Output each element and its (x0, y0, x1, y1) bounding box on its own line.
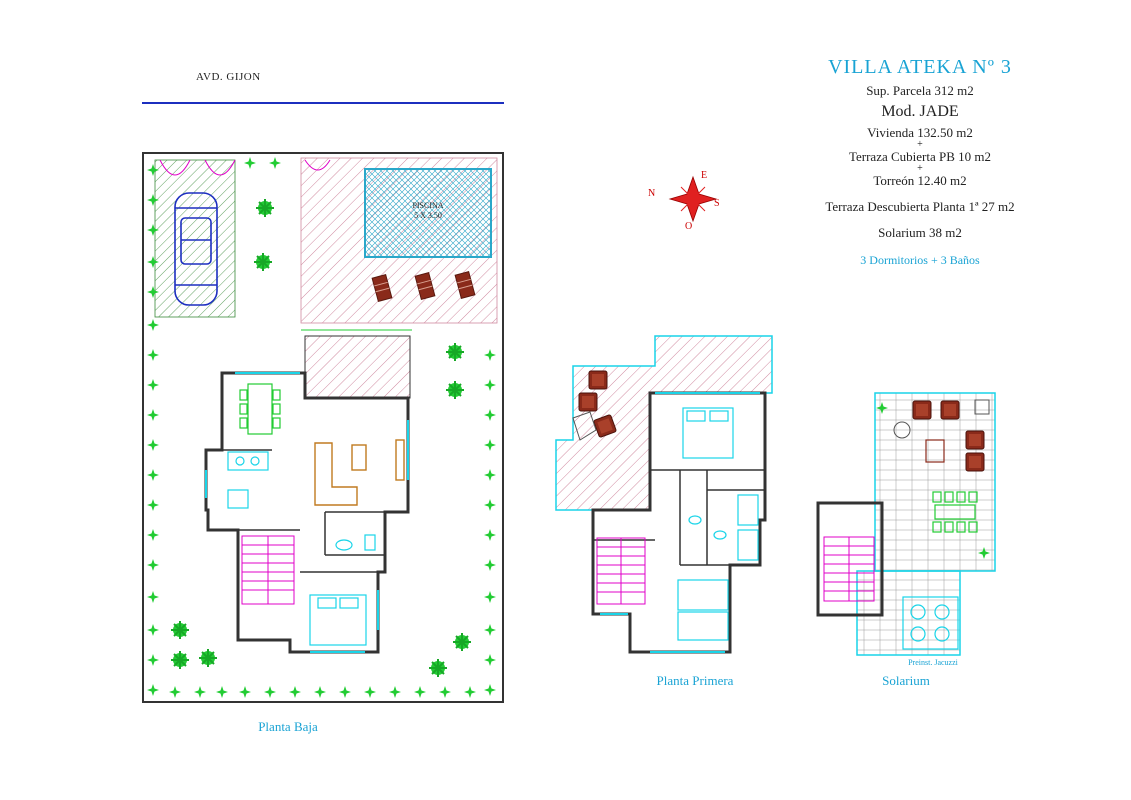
compass-s: S (714, 198, 720, 209)
first-floor-plan (555, 335, 773, 654)
caption-ground-floor: Planta Baja (258, 719, 318, 734)
street-label: AVD. GIJON (196, 71, 261, 83)
caption-solarium: Solarium (882, 673, 930, 688)
title-block: VILLA ATEKA Nº 3 Sup. Parcela 312 m2 Mod… (770, 56, 1070, 268)
compass-n: N (648, 188, 655, 199)
compass-rose: N E S O (648, 170, 720, 232)
open-terrace-area: Terraza Descubierta Planta 1ª 27 m2 (825, 199, 1015, 214)
rooms-summary: 3 Dormitorios + 3 Baños (860, 253, 980, 267)
ground-floor-plan (142, 152, 504, 703)
compass-e: E (701, 170, 707, 181)
solarium-plan (816, 392, 996, 656)
pool-size: 5 X 3.50 (414, 211, 442, 220)
plot-area: Sup. Parcela 312 m2 (866, 83, 974, 98)
street-line (142, 102, 504, 104)
villa-title: VILLA ATEKA Nº 3 (828, 56, 1012, 78)
solarium-area: Solarium 38 m2 (878, 225, 962, 240)
plus-sign: + (917, 163, 923, 174)
model-name: Mod. JADE (881, 103, 959, 120)
jacuzzi-note: Preinst. Jacuzzi (908, 658, 959, 667)
covered-terrace-area: Terraza Cubierta PB 10 m2 (848, 149, 992, 164)
tower-area: Torreón 12.40 m2 (873, 173, 967, 188)
caption-first-floor: Planta Primera (657, 673, 734, 688)
plus-sign: + (917, 139, 923, 150)
dwelling-area: Vivienda 132.50 m2 (867, 125, 973, 140)
compass-o: O (685, 221, 692, 232)
pool-label: PISCINA (412, 201, 443, 210)
